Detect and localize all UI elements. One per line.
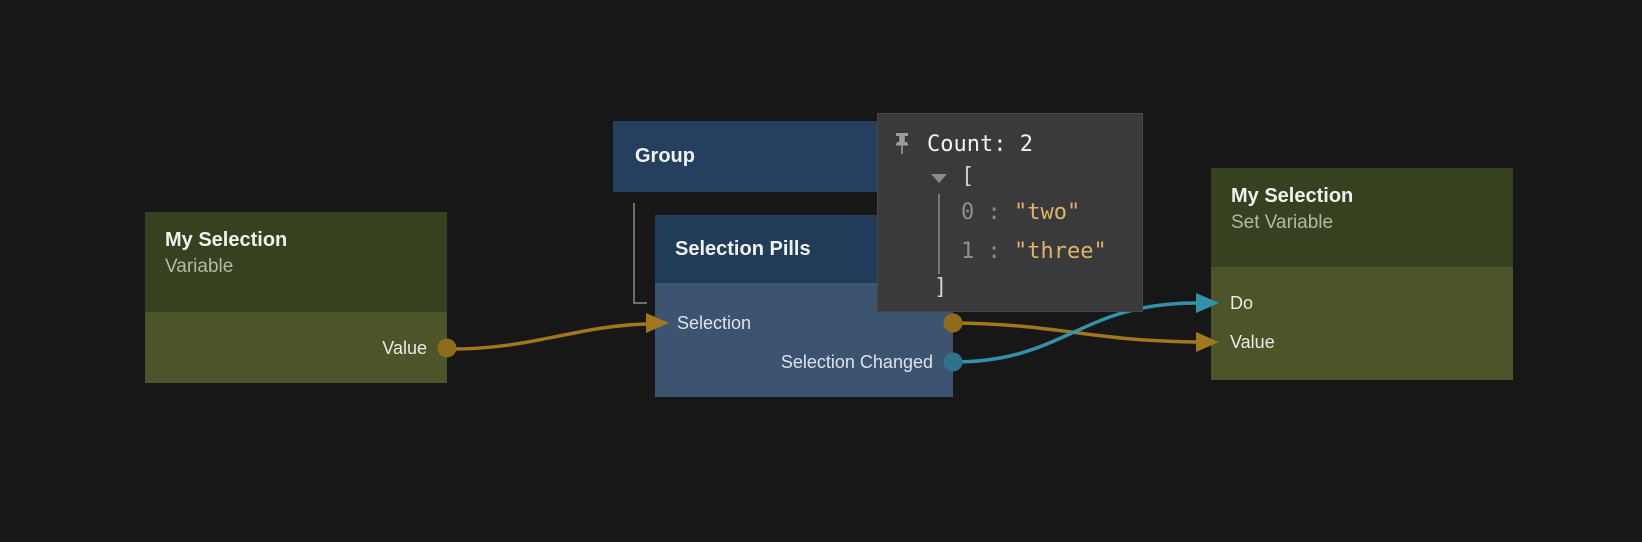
array-close-bracket: ]: [934, 275, 948, 300]
inspector-count-label: Count: 2: [927, 132, 1033, 157]
node-my-selection-set-variable[interactable]: My Selection Set Variable Do Value: [1211, 168, 1513, 380]
node-header: My Selection Variable: [145, 212, 447, 312]
input-port-label-value: Value: [1230, 332, 1275, 352]
node-title: My Selection: [1231, 185, 1354, 207]
node-title: My Selection: [165, 229, 288, 251]
node-title: Group: [635, 145, 695, 167]
chevron-down-icon[interactable]: [931, 174, 947, 183]
array-string-value: "three": [1014, 239, 1107, 264]
node-body: Value: [145, 312, 447, 383]
wire-selection-changed-to-do[interactable]: [952, 301, 1197, 364]
port-dot-selection-output[interactable]: [943, 313, 963, 333]
node-my-selection-variable[interactable]: My Selection Variable Value: [145, 212, 447, 383]
value-inspector-popup[interactable]: Count: 2 [ 0 : "two" 1 : "three" ]: [877, 113, 1143, 312]
arrowhead-do-input: [1196, 293, 1219, 313]
output-port-label-selection-changed: Selection Changed: [780, 352, 933, 372]
arrowhead-value-input: [1196, 332, 1219, 352]
index-separator: :: [974, 239, 1014, 264]
array-string-value: "two": [1014, 200, 1081, 225]
node-title: Selection Pills: [675, 238, 811, 260]
array-open-bracket: [: [961, 164, 975, 189]
array-index: 1: [961, 239, 975, 264]
node-selection-pills[interactable]: Selection Pills Selection Selection Chan…: [655, 215, 953, 397]
port-dot-selection-changed-output[interactable]: [943, 352, 963, 372]
array-index: 0: [961, 200, 975, 225]
array-item-row: 1 : "three": [961, 237, 1107, 267]
arrowhead-selection-input: [646, 313, 669, 333]
node-body: Do Value: [1211, 267, 1513, 380]
array-item-row: 0 : "two": [961, 198, 1080, 228]
wire-value-to-selection[interactable]: [446, 322, 647, 351]
input-port-label-do: Do: [1230, 293, 1254, 313]
push-pin-icon[interactable]: [893, 133, 911, 159]
input-port-label-selection: Selection: [677, 313, 752, 333]
group-hierarchy-line: [633, 203, 647, 304]
index-separator: :: [974, 200, 1014, 225]
output-port-label-value: Value: [382, 338, 427, 358]
node-subtitle: Set Variable: [1231, 212, 1334, 233]
node-header: My Selection Set Variable: [1211, 168, 1513, 267]
node-subtitle: Variable: [165, 256, 234, 277]
tree-guide-line: [938, 194, 940, 274]
port-dot-variable-value-output[interactable]: [437, 338, 457, 358]
